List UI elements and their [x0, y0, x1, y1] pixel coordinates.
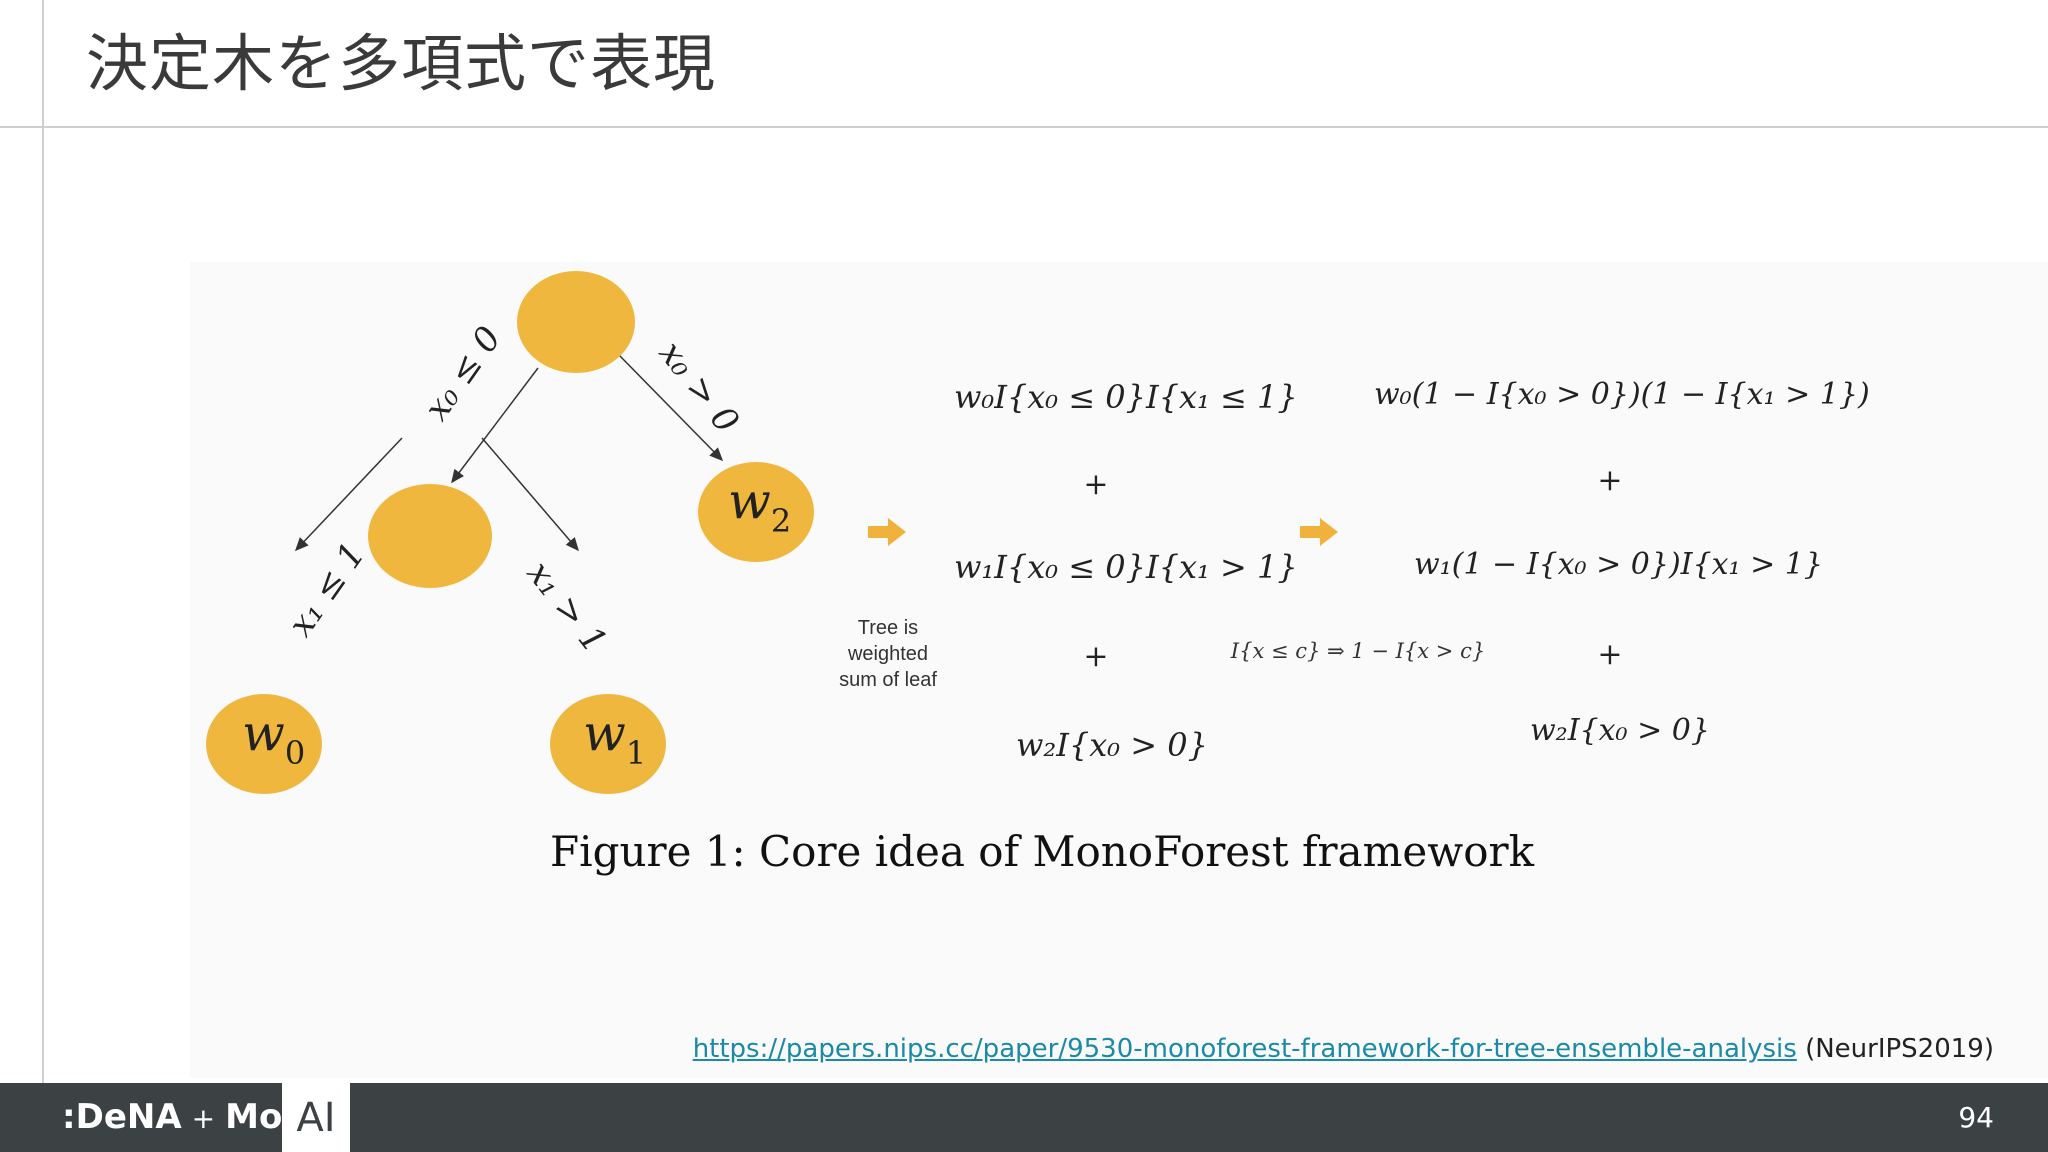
left-rule — [42, 0, 44, 1083]
monoforest-figure: w0 w1 w2 x₀ ≤ 0 x₀ > 0 x₁ ≤ 1 x₁ > 1 Tre… — [190, 262, 2048, 1078]
leaf-w1-label: w1 — [583, 704, 646, 772]
note-line-1: Tree is — [858, 617, 918, 639]
poly-plus-0: + — [1597, 463, 1622, 498]
footer-bar: :DeNA+MoT AI 94 — [0, 1083, 2048, 1152]
note-line-3: sum of leaf — [839, 669, 937, 691]
edge-label-inner-right: x₁ > 1 — [519, 554, 615, 661]
leaf-w0 — [206, 694, 322, 794]
root-node — [517, 271, 635, 373]
edge-root-right — [617, 353, 724, 462]
edge-inner-left — [294, 437, 403, 552]
edge-root-left — [451, 367, 539, 484]
paper-link[interactable]: https://papers.nips.cc/paper/9530-monofo… — [692, 1034, 1797, 1064]
leaf-w1 — [550, 694, 666, 794]
transform-arrow-1 — [868, 518, 906, 546]
edge-label-root-left: x₀ ≤ 0 — [417, 319, 510, 428]
leaf-w2-label: w2 — [728, 472, 791, 540]
slide-title: 決定木を多項式で表現 — [86, 27, 717, 100]
sum-term-2: w₂I{x₀ > 0} — [1016, 726, 1208, 764]
poly-term-0: w₀(1 − I{x₀ > 0})(1 − I{x₁ > 1}) — [1374, 377, 1870, 412]
ai-logo-box: AI — [282, 1083, 350, 1152]
figure-canvas: w0 w1 w2 x₀ ≤ 0 x₀ > 0 x₁ ≤ 1 x₁ > 1 Tre… — [206, 271, 1870, 876]
company-logo: :DeNA+MoT — [62, 1097, 306, 1137]
poly-term-2: w₂I{x₀ > 0} — [1530, 713, 1710, 748]
page-number: 94 — [1958, 1101, 1994, 1134]
sum-term-1: w₁I{x₀ ≤ 0}I{x₁ > 1} — [954, 548, 1298, 586]
note-line-2: weighted — [847, 643, 928, 665]
figure-caption: Figure 1: Core idea of MonoForest framew… — [550, 827, 1535, 876]
source-citation: https://papers.nips.cc/paper/9530-monofo… — [693, 1034, 1994, 1064]
edge-inner-right — [481, 437, 579, 552]
identity-note: I{x ≤ c} ⇒ 1 − I{x > c} — [1230, 639, 1485, 663]
title-rule — [0, 126, 2048, 128]
sum-plus-1: + — [1083, 639, 1108, 674]
leaf-w0-label: w0 — [242, 704, 305, 772]
transform-arrow-2 — [1300, 518, 1338, 546]
venue-label: (NeurIPS2019) — [1805, 1034, 1994, 1064]
inner-node — [368, 484, 492, 588]
sum-plus-0: + — [1083, 467, 1108, 502]
sum-term-0: w₀I{x₀ ≤ 0}I{x₁ ≤ 1} — [954, 378, 1298, 416]
poly-plus-1: + — [1597, 637, 1622, 672]
poly-term-1: w₁(1 − I{x₀ > 0})I{x₁ > 1} — [1414, 547, 1823, 582]
edge-label-root-right: x₀ > 0 — [651, 334, 747, 441]
leaf-w2 — [698, 462, 814, 562]
edge-label-inner-left: x₁ ≤ 1 — [281, 535, 374, 644]
